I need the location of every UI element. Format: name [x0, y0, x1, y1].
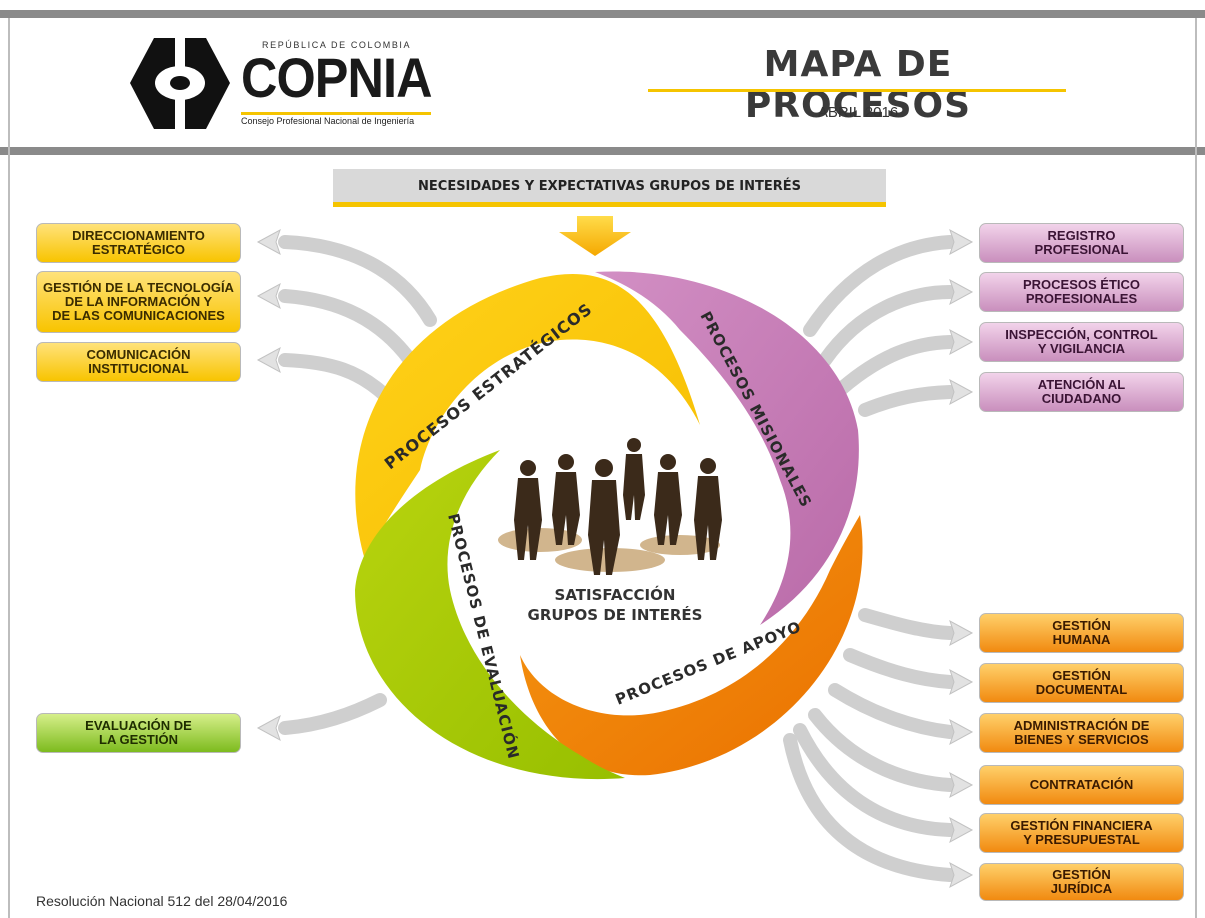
title-underline — [648, 89, 1066, 92]
copnia-emblem-icon — [130, 38, 230, 129]
logo-country: REPÚBLICA DE COLOMBIA — [262, 40, 412, 50]
box-gestion-financiera[interactable]: GESTIÓN FINANCIERA Y PRESUPUESTAL — [979, 813, 1184, 853]
left-border — [8, 18, 10, 918]
center-label: SATISFACCIÓN GRUPOS DE INTERÉS — [527, 586, 703, 624]
needs-banner: NECESIDADES Y EXPECTATIVAS GRUPOS DE INT… — [333, 169, 886, 207]
left-arrowheads — [256, 228, 281, 742]
box-gestion-humana[interactable]: GESTIÓN HUMANA — [979, 613, 1184, 653]
box-procesos-etico[interactable]: PROCESOS ÉTICO PROFESIONALES — [979, 272, 1184, 312]
top-bar — [0, 10, 1205, 18]
box-inspeccion-control[interactable]: INSPECCIÓN, CONTROL Y VIGILANCIA — [979, 322, 1184, 362]
box-administracion-bienes[interactable]: ADMINISTRACIÓN DE BIENES Y SERVICIOS — [979, 713, 1184, 753]
box-gestion-juridica[interactable]: GESTIÓN JURÍDICA — [979, 863, 1184, 901]
segment-misionales — [595, 271, 859, 625]
box-evaluacion-gestion[interactable]: EVALUACIÓN DE LA GESTIÓN — [36, 713, 241, 753]
right-border — [1195, 18, 1197, 918]
box-gestion-tecnologia[interactable]: GESTIÓN DE LA TECNOLOGÍA DE LA INFORMACI… — [36, 271, 241, 333]
box-atencion-ciudadano[interactable]: ATENCIÓN AL CIUDADANO — [979, 372, 1184, 412]
box-registro-profesional[interactable]: REGISTRO PROFESIONAL — [979, 223, 1184, 263]
segment-estrategicos — [355, 273, 700, 560]
box-comunicacion-institucional[interactable]: COMUNICACIÓN INSTITUCIONAL — [36, 342, 241, 382]
footer-resolution: Resolución Nacional 512 del 28/04/2016 — [36, 893, 288, 909]
people-silhouettes-icon — [498, 438, 722, 575]
down-arrow-icon — [559, 216, 631, 256]
logo-full-name: Consejo Profesional Nacional de Ingenier… — [241, 112, 431, 129]
box-contratacion[interactable]: CONTRATACIÓN — [979, 765, 1184, 805]
right-bottom-connectors — [783, 608, 957, 882]
segment-evaluacion — [355, 450, 625, 780]
right-bottom-arrowheads — [949, 619, 974, 889]
copnia-logo: REPÚBLICA DE COLOMBIA COPNIA Consejo Pro… — [130, 36, 435, 131]
logo-name: COPNIA — [241, 46, 433, 109]
right-top-arrowheads — [949, 228, 974, 406]
segment-apoyo — [520, 515, 863, 776]
box-direccionamiento-estrategico[interactable]: DIRECCIONAMIENTO ESTRATÉGICO — [36, 223, 241, 263]
left-connectors — [278, 235, 437, 735]
header-divider — [0, 147, 1205, 155]
page-date: ABRIL 2016 — [817, 104, 899, 121]
right-top-connectors — [803, 235, 957, 417]
box-gestion-documental[interactable]: GESTIÓN DOCUMENTAL — [979, 663, 1184, 703]
